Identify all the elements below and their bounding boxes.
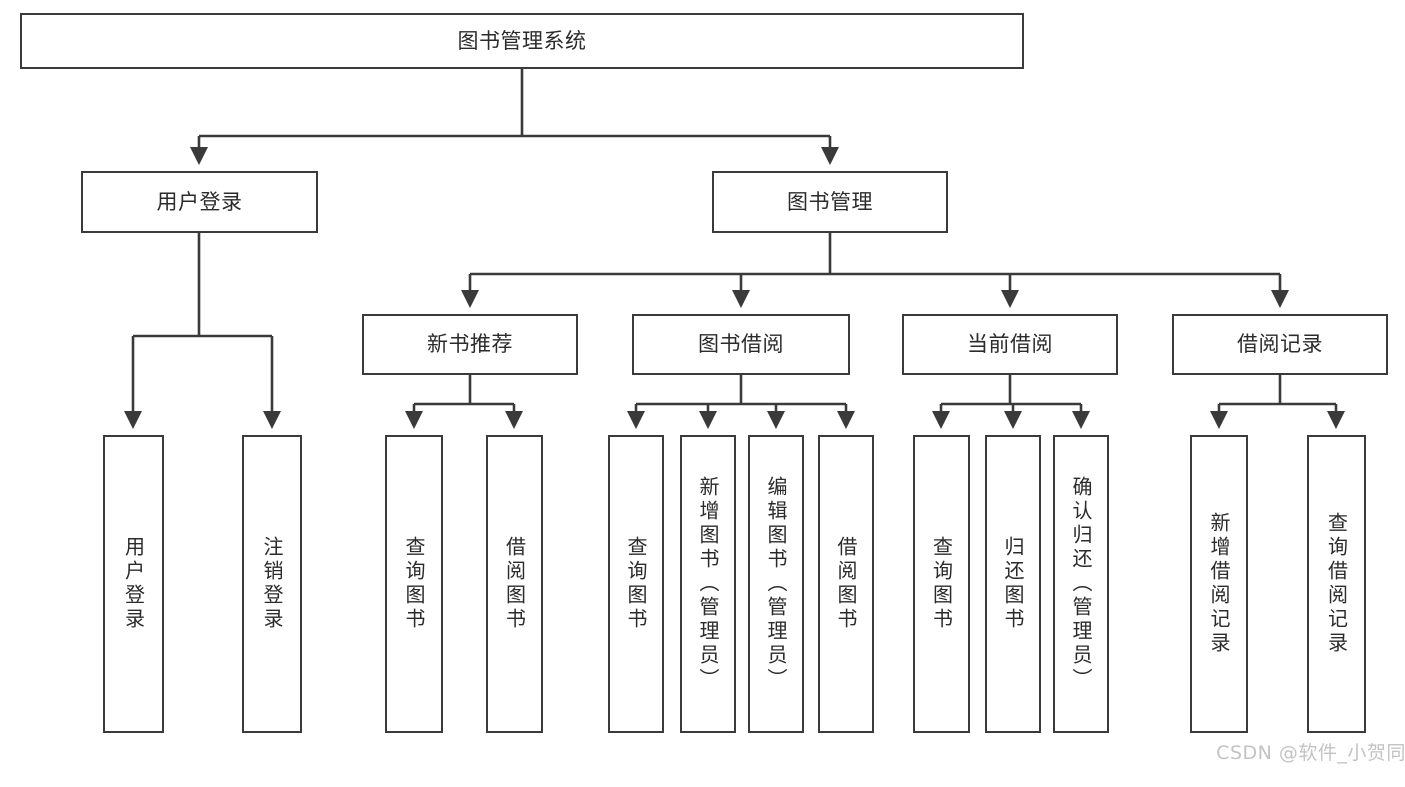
node-leaf-confirm-return-admin[interactable]: 确认归还（管理员） [1053, 435, 1109, 733]
node-leaf-query-book-rec-label: 查询图书 [402, 536, 426, 632]
node-leaf-logout-login[interactable]: 注销登录 [242, 435, 302, 733]
node-borrow-record-label: 借阅记录 [1237, 332, 1323, 357]
node-leaf-query-borrow-record[interactable]: 查询借阅记录 [1307, 435, 1366, 733]
node-leaf-query-book-rec[interactable]: 查询图书 [385, 435, 443, 733]
node-current-borrow-label: 当前借阅 [967, 332, 1053, 357]
node-leaf-edit-book-admin-label: 编辑图书（管理员） [764, 476, 788, 692]
node-leaf-user-login-label: 用户登录 [121, 536, 146, 632]
node-leaf-add-borrow-record-label: 新增借阅记录 [1207, 512, 1231, 656]
node-leaf-borrow-book-rec[interactable]: 借阅图书 [486, 435, 543, 733]
node-root[interactable]: 图书管理系统 [20, 13, 1024, 69]
node-leaf-confirm-return-admin-label: 确认归还（管理员） [1069, 476, 1093, 692]
node-leaf-query-book-current[interactable]: 查询图书 [913, 435, 970, 733]
node-book-borrow[interactable]: 图书借阅 [632, 314, 850, 375]
node-leaf-logout-login-label: 注销登录 [260, 536, 284, 632]
node-user-login-label: 用户登录 [156, 189, 243, 214]
node-leaf-query-book-borrow-label: 查询图书 [624, 536, 648, 632]
node-book-borrow-label: 图书借阅 [698, 332, 784, 357]
node-current-borrow[interactable]: 当前借阅 [902, 314, 1118, 375]
node-leaf-borrow-book[interactable]: 借阅图书 [818, 435, 874, 733]
node-leaf-add-book-admin[interactable]: 新增图书（管理员） [680, 435, 736, 733]
node-new-book-rec[interactable]: 新书推荐 [362, 314, 578, 375]
node-leaf-return-book-label: 归还图书 [1001, 536, 1025, 632]
hierarchy-diagram: 图书管理系统 用户登录 图书管理 新书推荐 图书借阅 当前借阅 借阅记录 用户登… [20, 13, 1405, 764]
node-leaf-edit-book-admin[interactable]: 编辑图书（管理员） [748, 435, 804, 733]
node-borrow-record[interactable]: 借阅记录 [1172, 314, 1388, 375]
csdn-watermark: CSDN @软件_小贺同学 [1190, 716, 1405, 787]
node-leaf-query-book-borrow[interactable]: 查询图书 [608, 435, 664, 733]
node-leaf-borrow-book-rec-label: 借阅图书 [502, 536, 527, 632]
node-leaf-add-borrow-record[interactable]: 新增借阅记录 [1190, 435, 1248, 733]
node-book-manage[interactable]: 图书管理 [712, 171, 948, 233]
node-leaf-query-book-current-label: 查询图书 [929, 536, 954, 632]
node-user-login[interactable]: 用户登录 [81, 171, 318, 233]
node-leaf-return-book[interactable]: 归还图书 [985, 435, 1041, 733]
node-root-label: 图书管理系统 [457, 28, 587, 53]
node-leaf-add-book-admin-label: 新增图书（管理员） [696, 476, 720, 692]
node-new-book-rec-label: 新书推荐 [427, 332, 513, 357]
node-leaf-query-borrow-record-label: 查询借阅记录 [1324, 512, 1349, 656]
node-leaf-user-login[interactable]: 用户登录 [103, 435, 164, 733]
node-book-manage-label: 图书管理 [787, 189, 873, 214]
csdn-watermark-text: CSDN @软件_小贺同学 [1216, 742, 1405, 764]
node-leaf-borrow-book-label: 借阅图书 [834, 536, 858, 632]
